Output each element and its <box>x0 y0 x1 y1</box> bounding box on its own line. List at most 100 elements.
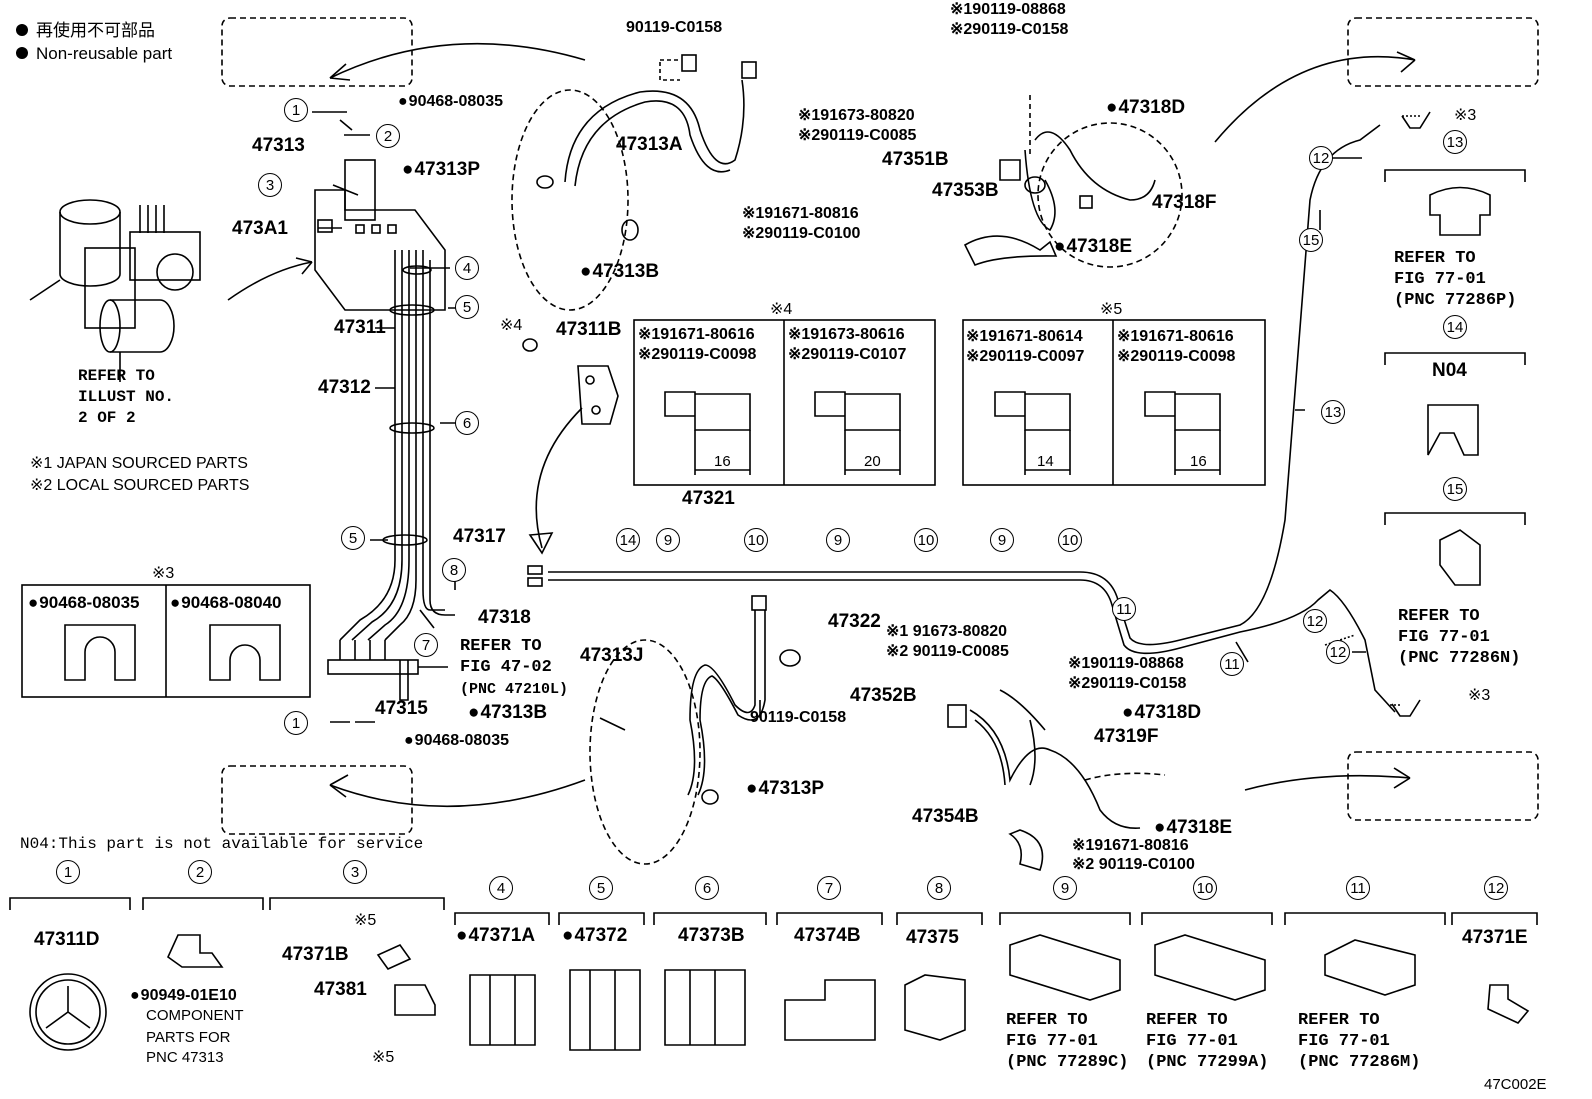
refer-illust-line1: REFER TO <box>78 367 155 385</box>
clip-10 <box>1154 934 1266 1001</box>
label-refer-4702-2: FIG 47-02 <box>460 658 552 677</box>
arrow-top-left-head <box>329 63 351 81</box>
arrow-bottom-left-head <box>329 774 349 798</box>
label-47353b: 47353B <box>932 180 999 201</box>
bottom-refer9-1: REFER TO <box>1006 1011 1088 1030</box>
label-47317: 47317 <box>453 526 506 547</box>
bottom-47371e: 47371E <box>1462 927 1528 948</box>
ref3-part-right: 90468-08040 <box>170 594 281 611</box>
ref4-col2-line1: ※191673-80616 <box>788 326 905 343</box>
callout-12-top: 12 <box>1309 146 1333 170</box>
callout-4: 4 <box>455 256 479 280</box>
clip-90949 <box>166 934 224 968</box>
block-47375 <box>904 974 966 1041</box>
bottom-47372: 47372 <box>562 926 627 945</box>
bracket-47315 <box>327 659 419 675</box>
ref4-mark: ※4 <box>770 301 793 318</box>
callout-10-pipe-c: 10 <box>1058 528 1082 552</box>
label-473a1: 473A1 <box>232 218 288 239</box>
bottom-refer9-3: (PNC 77289C) <box>1006 1053 1129 1072</box>
bottom-refer10-2: FIG 77-01 <box>1146 1032 1238 1051</box>
refer-illust-line3: 2 OF 2 <box>78 409 136 427</box>
label-tr-bolt2-1: ※191673-80820 <box>798 107 915 124</box>
clip-47371e <box>1487 984 1530 1024</box>
callout-bottom-1: 1 <box>56 860 80 884</box>
callout-bottom-4: 4 <box>489 876 513 900</box>
legend-non-reusable-jp: 再使用不可部品 <box>36 21 155 40</box>
callout-11-a: 11 <box>1112 597 1136 621</box>
arrow-47311b <box>535 407 583 549</box>
block-47371a <box>469 974 536 1046</box>
label-47311: 47311 <box>334 317 386 338</box>
callout-bottom-12: 12 <box>1484 876 1508 900</box>
bottom-mark5-bot: ※5 <box>372 1049 395 1066</box>
bracket-13 <box>1384 169 1526 182</box>
ref5-col1-line1: ※191671-80614 <box>966 328 1083 345</box>
clip-13 <box>1429 186 1491 236</box>
callout-bottom-7: 7 <box>817 876 841 900</box>
arrow-bottom-left <box>329 779 586 808</box>
ref4-col2-dim: 20 <box>864 453 881 470</box>
callout-13-pipe: 13 <box>1321 400 1345 424</box>
callout-1-bot: 1 <box>284 711 308 735</box>
label-refer-4702-1: REFER TO <box>460 637 542 656</box>
detail-arc-bottom-right <box>1084 772 1166 781</box>
label-n04: N04 <box>1432 360 1467 381</box>
hose-cluster-top <box>963 95 1156 267</box>
label-mid-bolt2-2: ※290119-C0158 <box>1068 675 1187 692</box>
main-pipes <box>527 124 1396 713</box>
callout-14-pipe: 14 <box>616 528 640 552</box>
label-mid-bolt3-2: ※2 90119-C0100 <box>1072 856 1195 873</box>
refer-illust-line2: ILLUST NO. <box>78 388 175 406</box>
hose-47313j <box>687 595 801 805</box>
ref5-col2-line2: ※290119-C0098 <box>1117 348 1236 365</box>
label-tr-bolt-1: ※190119-08868 <box>950 1 1066 18</box>
bottom-mark5-top: ※5 <box>354 912 377 929</box>
top-left-ref-box <box>221 17 413 87</box>
arrow-top-right-head <box>1396 51 1416 73</box>
callout-10-pipe-a: 10 <box>744 528 768 552</box>
bottom-refer10-1: REFER TO <box>1146 1011 1228 1030</box>
arrow-bottom-right-head <box>1393 767 1411 789</box>
ref5-table <box>962 319 1266 486</box>
detail-circle-bottom <box>589 639 701 865</box>
ref3-mark: ※3 <box>152 565 175 582</box>
arrow-bottom-right <box>1244 774 1411 791</box>
callout-9-pipe-a: 9 <box>656 528 680 552</box>
ref3-part-left: 90468-08035 <box>28 594 139 611</box>
callout-11-b: 11 <box>1220 652 1244 676</box>
ref5-col2-line1: ※191671-80616 <box>1117 328 1234 345</box>
label-90468-08035-top: 90468-08035 <box>398 94 503 110</box>
ref5-col2-dim: 16 <box>1190 453 1207 470</box>
callout-5-bot: 5 <box>341 526 365 550</box>
label-47318: 47318 <box>478 607 531 628</box>
label-tr-bolt3-2: ※290119-C0100 <box>742 225 861 242</box>
detail-circle-right-top <box>1037 122 1183 268</box>
label-47312: 47312 <box>318 377 371 398</box>
label-tr-bolt3-1: ※191671-80816 <box>742 205 859 222</box>
bottom-47311d: 47311D <box>34 929 100 950</box>
label-refer-15-3: (PNC 77286N) <box>1398 649 1521 668</box>
block-47372 <box>569 969 641 1051</box>
bottom-47375: 47375 <box>906 927 959 948</box>
label-mid-bolt-1: ※1 91673-80820 <box>886 623 1008 640</box>
label-47313j: 47313J <box>580 645 644 666</box>
callout-bottom-2: 2 <box>188 860 212 884</box>
bottom-refer10-3: (PNC 77299A) <box>1146 1053 1269 1072</box>
bottom-right-ref-box <box>1347 751 1539 821</box>
ref5-mark: ※5 <box>1100 301 1123 318</box>
callout-bottom-6: 6 <box>695 876 719 900</box>
label-refer-15-2: FIG 77-01 <box>1398 628 1490 647</box>
label-47351b: 47351B <box>882 149 949 170</box>
label-47322: 47322 <box>828 611 881 632</box>
bottom-47373b: 47373B <box>678 925 745 946</box>
washer-left <box>64 624 136 681</box>
bottom-refer11-2: FIG 77-01 <box>1298 1032 1390 1051</box>
block-47373b <box>664 969 746 1046</box>
label-47313a: 47313A <box>616 134 683 155</box>
callout-bottom-9: 9 <box>1053 876 1077 900</box>
callout-5-top: 5 <box>455 295 479 319</box>
callout-15-pipe: 15 <box>1299 228 1323 252</box>
label-90119-c0158-top: 90119-C0158 <box>626 19 723 36</box>
